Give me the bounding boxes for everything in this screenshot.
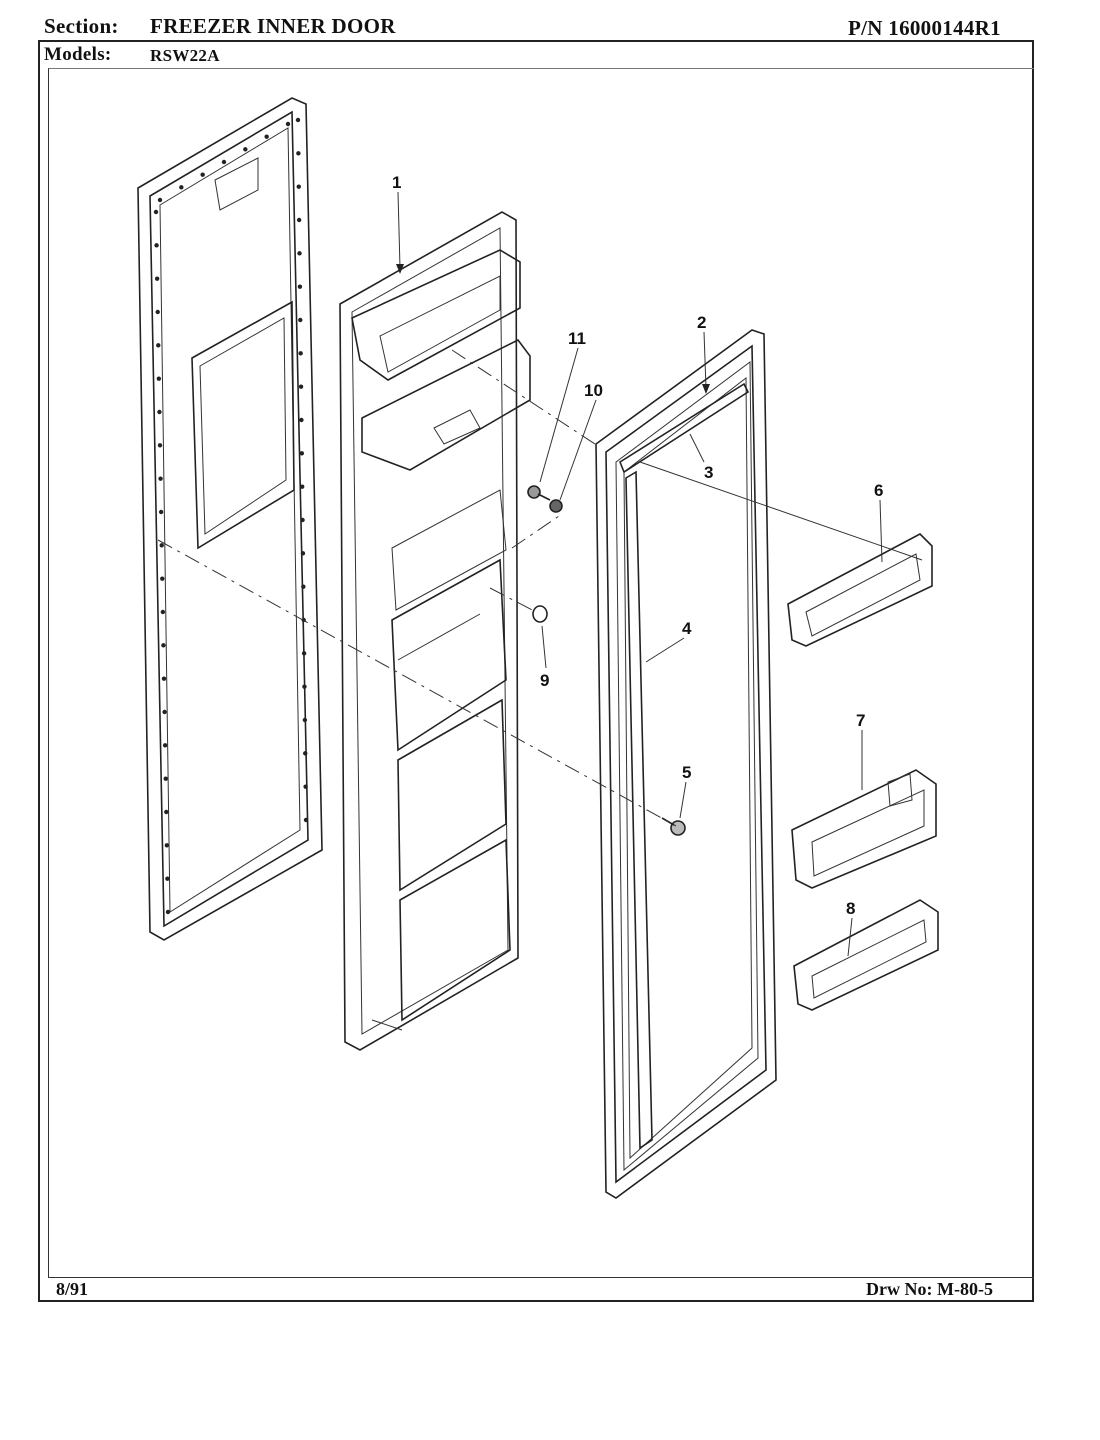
leader-lines — [396, 191, 883, 957]
door-shelf-8 — [793, 899, 939, 1011]
callout-1: 1 — [392, 173, 401, 192]
door-shelf-6 — [787, 533, 933, 647]
callout-10: 10 — [584, 381, 603, 400]
screw-5 — [661, 817, 686, 836]
callout-6: 6 — [874, 481, 883, 500]
callouts: 1 2 3 4 5 6 7 8 9 10 11 — [392, 173, 883, 918]
inner-door-liner — [339, 211, 531, 1051]
assembly-lines — [157, 349, 923, 827]
drawing-number: Drw No: M-80-5 — [866, 1279, 993, 1299]
mounting-holes — [153, 117, 309, 915]
drawing-area — [48, 68, 1034, 1278]
drawing-date: 8/91 — [56, 1279, 89, 1299]
drawing-frame — [38, 40, 1034, 1302]
callout-7: 7 — [856, 711, 865, 730]
plug-9 — [532, 605, 548, 623]
door-shelf-7 — [791, 769, 937, 889]
callout-2: 2 — [697, 313, 706, 332]
outer-door-panel — [137, 97, 323, 941]
section-label: Section: — [44, 14, 119, 38]
callout-9: 9 — [540, 671, 549, 690]
models-value: RSW22A — [150, 46, 220, 65]
callout-5: 5 — [682, 763, 691, 782]
callout-3: 3 — [704, 463, 713, 482]
models-label: Models: — [44, 44, 112, 65]
screw-11 — [527, 485, 551, 501]
section-title: FREEZER INNER DOOR — [150, 14, 396, 38]
callout-4: 4 — [682, 619, 692, 638]
callout-11: 11 — [568, 329, 586, 348]
door-gasket — [595, 329, 777, 1199]
washer-10 — [549, 499, 563, 513]
part-number: P/N 16000144R1 — [848, 16, 1001, 40]
callout-8: 8 — [846, 899, 855, 918]
